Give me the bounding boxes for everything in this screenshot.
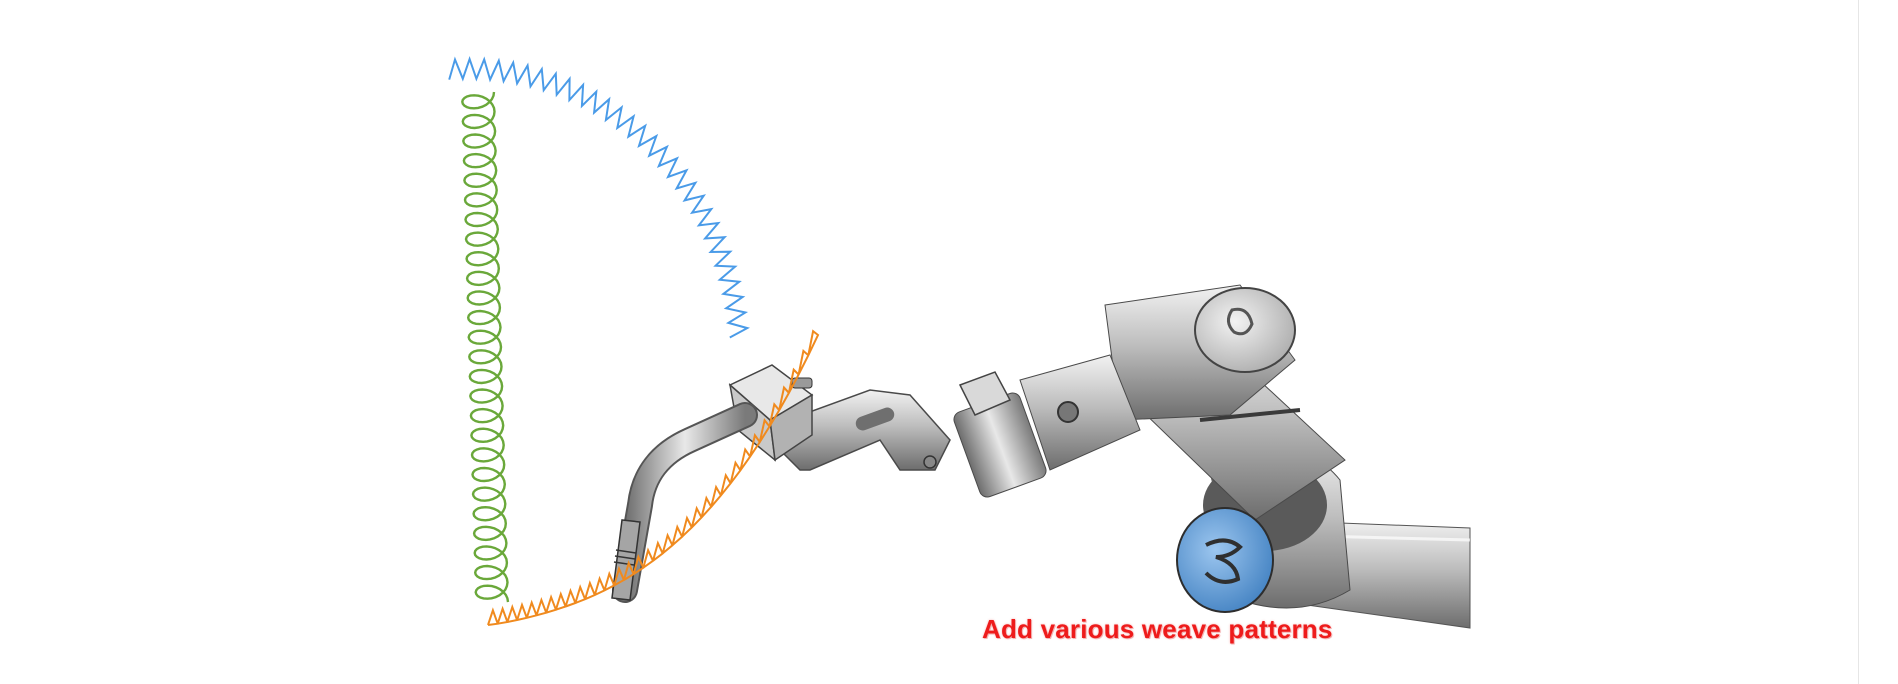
- robot-arm: [953, 284, 1471, 629]
- triangle-weave-path: [487, 329, 820, 626]
- canvas-edge-line: [1858, 0, 1859, 684]
- caption-text: Add various weave patterns: [982, 614, 1333, 644]
- circle-weave-path: [461, 91, 510, 603]
- torch-bracket: [758, 389, 951, 471]
- weave-patterns: [448, 56, 820, 626]
- welding-torch: [611, 402, 758, 603]
- zigzag-weave-path: [448, 56, 750, 339]
- robot-brand-logo-icon: [1204, 538, 1243, 584]
